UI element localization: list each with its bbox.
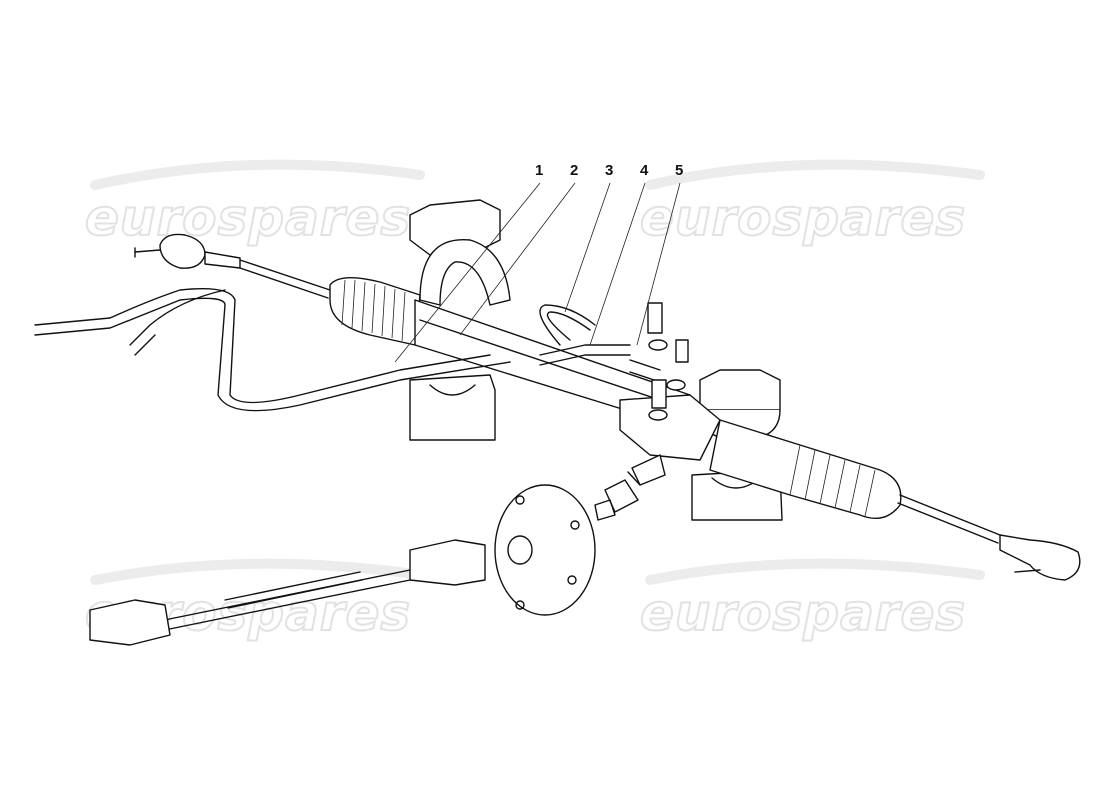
- callout-5: 5: [675, 162, 683, 179]
- watermark-bottom-right: eurospares: [640, 584, 966, 642]
- watermark-group: eurospares eurospares eurospares eurospa…: [84, 159, 985, 643]
- callout-4: 4: [640, 162, 649, 179]
- callout-3: 3: [605, 162, 613, 179]
- callout-2: 2: [570, 162, 578, 179]
- mounting-clamp-upper-left: [409, 199, 511, 306]
- right-boot: [709, 419, 902, 519]
- steering-shaft: [89, 539, 486, 646]
- steering-flange: [494, 484, 596, 616]
- left-boot: [329, 277, 421, 346]
- hydraulic-pipes: [34, 288, 661, 412]
- leader-line-3: [564, 182, 611, 313]
- left-tie-rod-end: [134, 233, 241, 269]
- pinion-coupling: [594, 479, 639, 521]
- mounting-block-left: [409, 374, 496, 441]
- leader-line-1: [394, 182, 541, 363]
- leader-line-5: [636, 182, 681, 346]
- right-tie-rod-end: [999, 534, 1081, 581]
- banjo-bolts: [647, 302, 689, 421]
- leader-line-4: [589, 182, 646, 346]
- callout-1: 1: [535, 162, 543, 179]
- callouts: 1 2 3 4 5: [394, 162, 683, 363]
- watermark-top-right: eurospares: [640, 189, 966, 247]
- watermark-top-left: eurospares: [85, 189, 411, 247]
- leader-line-2: [459, 182, 576, 336]
- pinion-housing: [619, 394, 721, 486]
